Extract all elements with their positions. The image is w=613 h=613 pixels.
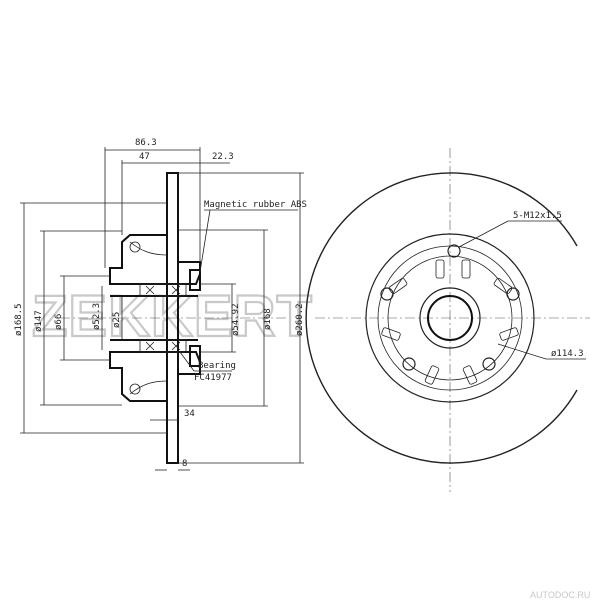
bolt-hole-1 (447, 244, 461, 258)
label-147: ø147 (34, 310, 44, 332)
disc-outer-edge (305, 172, 578, 464)
slot-1 (435, 259, 445, 279)
label-47: 47 (139, 152, 150, 162)
leader-bearing (179, 351, 195, 372)
hub-body-upper (109, 234, 201, 285)
abs-ring-top (189, 269, 201, 291)
label-86-3: 86.3 (135, 138, 157, 148)
slot-2 (461, 259, 471, 279)
abs-ring-bottom (189, 345, 201, 367)
hub-body-lower (109, 351, 201, 402)
stud-hole-bottom (129, 383, 141, 395)
label-168-5: ø168.5 (14, 303, 24, 336)
label-168: ø168 (263, 308, 273, 330)
slot-8 (388, 277, 408, 295)
autodoc-credit: AUTODOC.RU (530, 590, 590, 600)
friction-inner-circle (365, 233, 535, 403)
zekkert-watermark: ZEKKERT (32, 284, 313, 349)
slot-7 (381, 327, 401, 341)
note-magnetic-abs: Magnetic rubber ABS (204, 200, 307, 210)
hub-flange-curve-top (129, 241, 168, 256)
label-34: 34 (184, 409, 195, 419)
front-view: 5-M12x1.5 ø114.3 (305, 148, 590, 492)
label-66: ø66 (54, 314, 64, 330)
hub-center-ring (419, 287, 481, 349)
side-section-view: ø168.5 ø147 ø66 ø52.3 ø25 ø54.92 ø168 ø2… (14, 138, 307, 471)
bolt-hole-3 (482, 357, 496, 371)
label-54-92: ø54.92 (231, 303, 241, 336)
note-thread: 5-M12x1.5 (513, 211, 562, 221)
bearing-rollers-bottom (145, 341, 181, 351)
bearing-cage-top (139, 283, 187, 297)
label-8: 8 (182, 459, 187, 469)
note-bearing: Bearing (198, 361, 236, 371)
bearing-cage-bottom (139, 339, 187, 353)
label-25: ø25 (112, 312, 122, 328)
leader-thread (458, 220, 509, 248)
label-22-3: 22.3 (212, 152, 234, 162)
bolt-hole-2 (506, 287, 520, 301)
bolt-hole-4 (402, 357, 416, 371)
hub-flange-curve-bottom (129, 380, 168, 395)
note-bearing-code: FC41977 (194, 373, 232, 383)
hat-slots (381, 259, 519, 385)
leader-pcd (497, 343, 547, 360)
slot-6 (424, 365, 440, 385)
leader-abs (199, 209, 211, 273)
label-260-2: ø260.2 (295, 303, 305, 336)
note-pcd: ø114.3 (551, 349, 584, 359)
bolt-hole-5 (380, 287, 394, 301)
hub-center-bore (427, 295, 473, 341)
bearing-rollers-top (145, 285, 181, 295)
slot-3 (493, 277, 513, 295)
label-52-3: ø52.3 (92, 303, 102, 330)
slot-4 (499, 327, 519, 341)
slot-5 (462, 365, 478, 385)
stud-hole-top (129, 241, 141, 253)
